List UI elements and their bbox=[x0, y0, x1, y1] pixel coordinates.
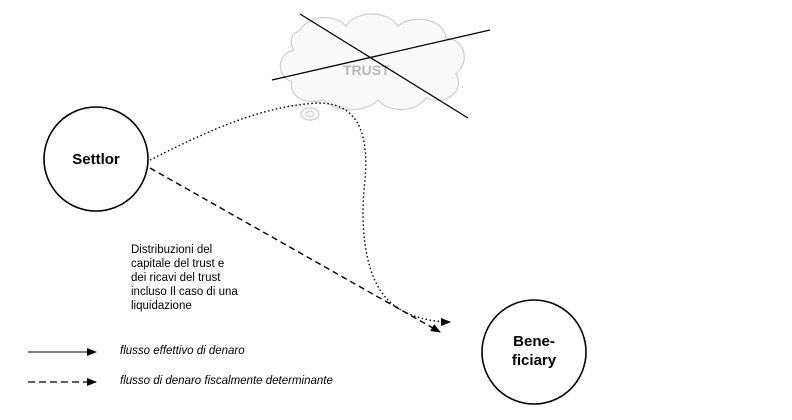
beneficiary-node: Bene- ficiary bbox=[481, 299, 587, 405]
fiscal-flow-dashed-arrow bbox=[149, 167, 441, 333]
strike-line-2 bbox=[271, 29, 491, 81]
beneficiary-label-line1: Bene- bbox=[513, 333, 555, 350]
legend-solid-label: flusso effettivo di denaro bbox=[120, 345, 245, 357]
distribution-annotation: Distribuzioni del capitale del trust e d… bbox=[131, 244, 238, 312]
strike-line-1 bbox=[299, 13, 469, 119]
trust-cloud: TRUST bbox=[279, 13, 465, 121]
settlor-label: Settlor bbox=[72, 151, 120, 168]
beneficiary-label-line2: ficiary bbox=[512, 352, 557, 369]
trust-label: TRUST bbox=[343, 62, 390, 78]
settlor-node: Settlor bbox=[43, 106, 149, 212]
legend-dashed-label: flusso di denaro fiscalmente determinant… bbox=[120, 375, 333, 387]
